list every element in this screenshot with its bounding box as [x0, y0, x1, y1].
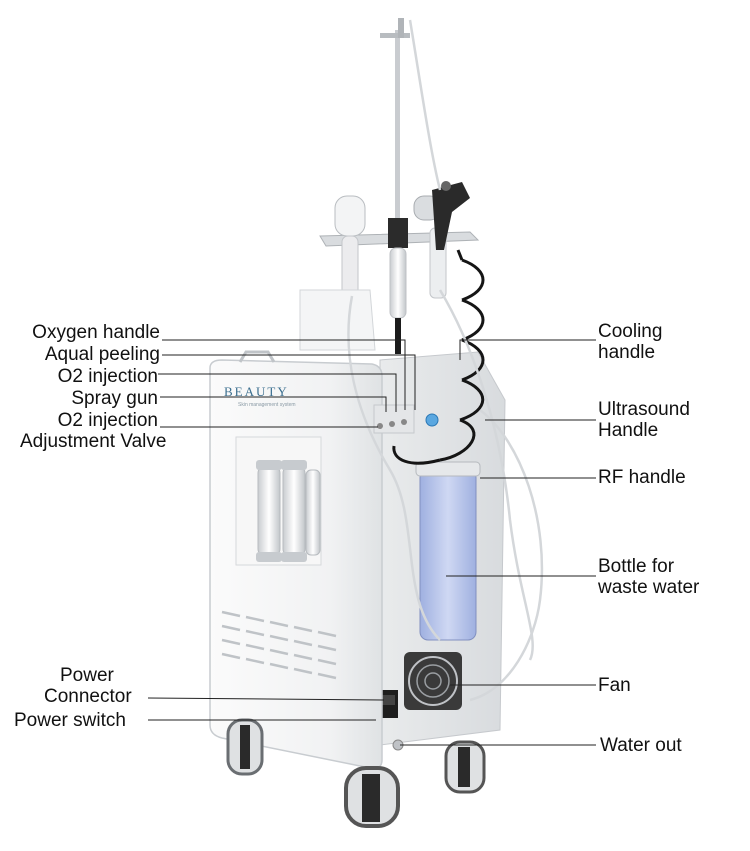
waste-water-bottle [419, 469, 477, 641]
label-power-switch: Power switch [14, 710, 126, 731]
leader-lines [147, 339, 596, 746]
label-oxygen-handle: Oxygen handle [32, 322, 160, 343]
label-water-out: Water out [600, 735, 682, 756]
label-rf-handle: RF handle [598, 467, 686, 488]
right-side-panel [378, 351, 506, 751]
support-pole [380, 18, 410, 350]
vent-slots [221, 610, 337, 680]
front-body [209, 350, 439, 770]
label-bottle-line2: waste water [598, 577, 700, 598]
handle-tray [319, 181, 480, 354]
label-o2-valve-line1: O2 injection [57, 410, 158, 431]
label-fan: Fan [598, 675, 631, 696]
label-ultrasound-line1: Ultrasound [598, 399, 690, 420]
fan-icon [404, 652, 462, 710]
spray-hose [392, 249, 485, 465]
brand-tagline: Skin management system [238, 402, 296, 408]
label-ultrasound-line2: Handle [598, 420, 659, 441]
label-power-connector-line1: Power [60, 665, 114, 686]
rear-panel [299, 289, 376, 351]
label-o2-injection: O2 injection [57, 366, 158, 387]
label-cooling-line1: Cooling [598, 321, 663, 342]
label-o2-valve-line2: Adjustment Valve [20, 431, 167, 452]
label-spray-gun: Spray gun [71, 388, 158, 409]
solution-bottles [256, 460, 321, 562]
brand-logo: BEAUTY [224, 384, 289, 399]
label-power-connector-line2: Connector [44, 686, 132, 707]
label-bottle-line1: Bottle for [598, 556, 675, 577]
wheels [226, 718, 486, 828]
label-cooling-line2: handle [598, 342, 656, 363]
cables [347, 19, 544, 702]
label-aqual-peeling: Aqual peeling [44, 344, 160, 365]
